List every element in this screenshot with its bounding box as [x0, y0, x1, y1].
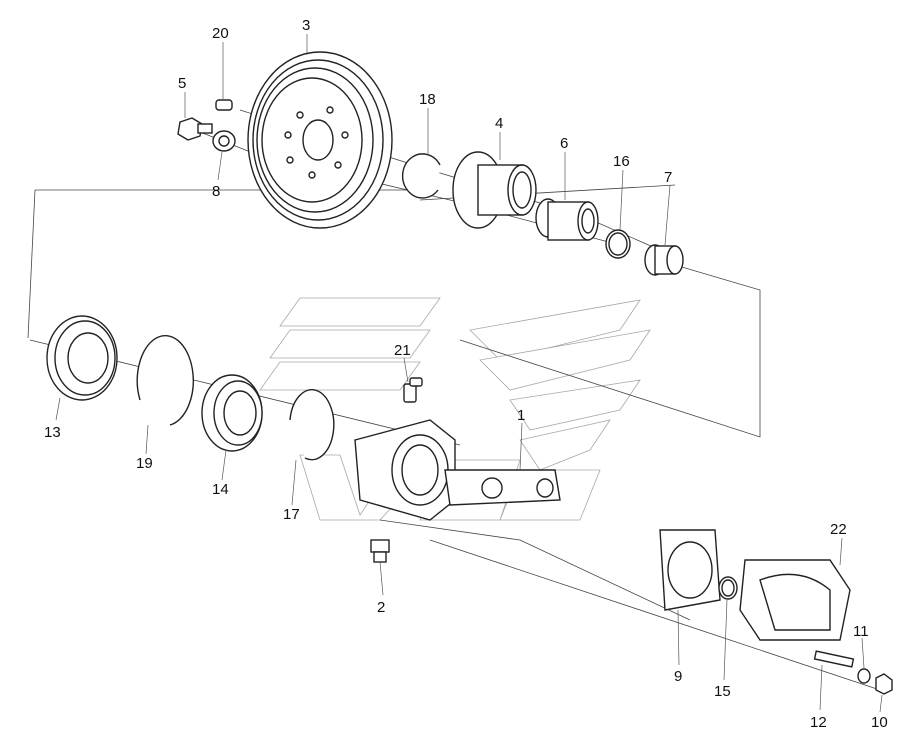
callout-15: 15 [714, 683, 731, 700]
callout-20: 20 [212, 25, 229, 42]
angled-nipple-part [403, 377, 423, 403]
circlip-part [401, 153, 441, 199]
callout-11: 11 [853, 623, 869, 640]
snap-ring-19-part [136, 335, 194, 426]
stud-part [813, 650, 855, 668]
grease-nipple-part [215, 99, 233, 111]
callout-7: 7 [664, 169, 672, 186]
hub-flange-part [452, 151, 537, 229]
washer-part [212, 130, 236, 152]
bearing-13-part [46, 315, 118, 401]
tensioner-arm-part [354, 419, 561, 521]
callout-8: 8 [212, 183, 220, 200]
callout-3: 3 [302, 17, 310, 34]
callout-19: 19 [136, 455, 153, 472]
callout-21: 21 [394, 342, 411, 359]
callout-4: 4 [495, 115, 503, 132]
callout-17: 17 [283, 506, 300, 523]
callout-2: 2 [377, 599, 385, 616]
leader-lines [55, 34, 883, 713]
callout-1: 1 [517, 407, 525, 424]
callout-18: 18 [419, 91, 436, 108]
callout-13: 13 [44, 424, 61, 441]
callout-10: 10 [871, 714, 888, 731]
callout-6: 6 [560, 135, 568, 152]
needle-bearing-part [644, 244, 684, 276]
bearing-14-part [201, 374, 263, 452]
callout-labels: 20 3 5 18 4 8 6 16 7 21 1 13 19 14 17 2 … [44, 17, 888, 731]
pulley-part [247, 51, 393, 229]
o-ring-part [718, 576, 738, 600]
callout-9: 9 [674, 668, 682, 685]
washer-11-part [857, 668, 871, 684]
nut-part [875, 673, 893, 695]
callout-22: 22 [830, 521, 847, 538]
splined-bushing-part [535, 198, 599, 241]
gasket-part [659, 529, 721, 611]
ring-16-part [605, 229, 631, 259]
callout-5: 5 [178, 75, 186, 92]
cover-part [739, 559, 851, 641]
callout-16: 16 [613, 153, 630, 170]
callout-12: 12 [810, 714, 827, 731]
plug-part [370, 539, 390, 563]
bolt-part [177, 117, 213, 141]
callout-14: 14 [212, 481, 229, 498]
snap-ring-17-part [289, 389, 335, 461]
